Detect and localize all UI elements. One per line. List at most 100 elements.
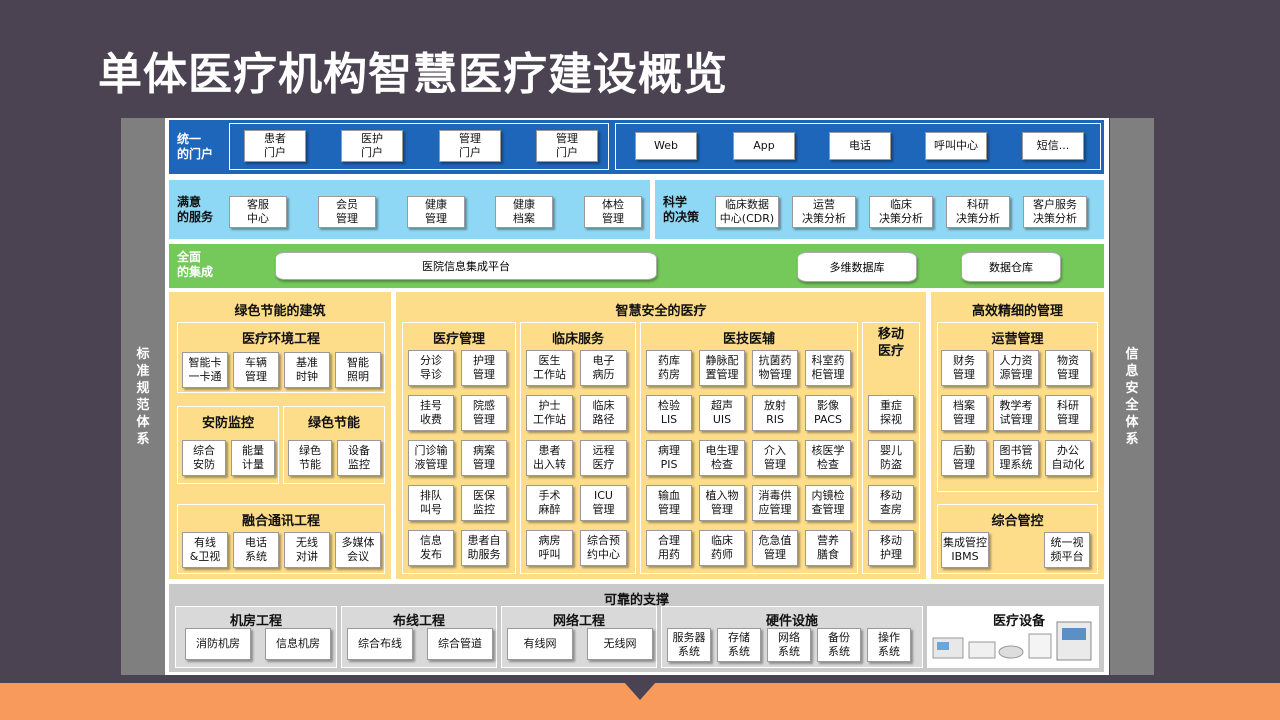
tech-item-4[interactable]: 检验 LIS: [646, 395, 692, 431]
med-mgmt-item-8[interactable]: 信息 发布: [408, 530, 454, 566]
clinical-item-7[interactable]: ICU 管理: [580, 485, 627, 521]
med-mgmt-item-1[interactable]: 护理 管理: [461, 350, 507, 386]
ops-item-3[interactable]: 档案 管理: [941, 395, 987, 431]
energy-device-monitor[interactable]: 设备 监控: [337, 440, 381, 476]
tech-item-18[interactable]: 危急值 管理: [752, 530, 798, 566]
comm-radio[interactable]: 无线 对讲: [284, 532, 330, 568]
ops-item-8[interactable]: 办公 自动化: [1045, 440, 1091, 476]
ops-item-0[interactable]: 财务 管理: [941, 350, 987, 386]
decision-cdr[interactable]: 临床数据 中心(CDR): [715, 196, 779, 228]
service-checkup[interactable]: 体检 管理: [584, 196, 642, 228]
ops-item-7[interactable]: 图书管 理系统: [993, 440, 1039, 476]
clinical-item-3[interactable]: 临床 路径: [580, 395, 627, 431]
tech-item-0[interactable]: 药库 药房: [646, 350, 692, 386]
service-health-mgmt[interactable]: 健康 管理: [407, 196, 465, 228]
service-customer-center[interactable]: 客服 中心: [229, 196, 287, 228]
hardware-item-4[interactable]: 操作 系统: [867, 628, 911, 662]
tech-item-15[interactable]: 内镜检 查管理: [805, 485, 851, 521]
env-clock[interactable]: 基准 时钟: [284, 352, 330, 388]
clinical-item-0[interactable]: 医生 工作站: [526, 350, 573, 386]
decision-customer[interactable]: 客户服务 决策分析: [1023, 196, 1087, 228]
hardware-item-0[interactable]: 服务器 系统: [667, 628, 711, 662]
ops-item-5[interactable]: 科研 管理: [1045, 395, 1091, 431]
channel-call-center[interactable]: 呼叫中心: [925, 132, 987, 160]
energy-green[interactable]: 绿色 节能: [288, 440, 332, 476]
network-wired[interactable]: 有线网: [507, 628, 573, 660]
room-fire[interactable]: 消防机房: [185, 628, 251, 660]
channel-sms[interactable]: 短信...: [1022, 132, 1084, 160]
network-wireless[interactable]: 无线网: [587, 628, 653, 660]
hardware-item-2[interactable]: 网络 系统: [767, 628, 811, 662]
portal-medical[interactable]: 医护 门户: [341, 130, 403, 162]
security-integrated[interactable]: 综合 安防: [182, 440, 226, 476]
decision-ops[interactable]: 运营 决策分析: [792, 196, 856, 228]
control-ibms[interactable]: 集成管控 IBMS: [941, 532, 989, 568]
ops-item-6[interactable]: 后勤 管理: [941, 440, 987, 476]
decision-clinical[interactable]: 临床 决策分析: [869, 196, 933, 228]
mobile-item-0[interactable]: 重症 探视: [868, 395, 914, 431]
tech-item-13[interactable]: 植入物 管理: [699, 485, 745, 521]
med-mgmt-item-3[interactable]: 院感 管理: [461, 395, 507, 431]
hardware-item-3[interactable]: 备份 系统: [817, 628, 861, 662]
tech-item-10[interactable]: 介入 管理: [752, 440, 798, 476]
hardware-item-1[interactable]: 存储 系统: [717, 628, 761, 662]
env-vehicle[interactable]: 车辆 管理: [233, 352, 279, 388]
tech-item-14[interactable]: 消毒供 应管理: [752, 485, 798, 521]
clinical-item-5[interactable]: 远程 医疗: [580, 440, 627, 476]
tech-item-17[interactable]: 临床 药师: [699, 530, 745, 566]
tech-item-11[interactable]: 核医学 检查: [805, 440, 851, 476]
ops-item-1[interactable]: 人力资 源管理: [993, 350, 1039, 386]
tech-item-16[interactable]: 合理 用药: [646, 530, 692, 566]
tech-item-7[interactable]: 影像 PACS: [805, 395, 851, 431]
env-smart-card[interactable]: 智能卡 一卡通: [182, 352, 228, 388]
mobile-item-2[interactable]: 移动 查房: [868, 485, 914, 521]
data-warehouse[interactable]: 数据仓库: [961, 252, 1061, 282]
med-mgmt-item-2[interactable]: 挂号 收费: [408, 395, 454, 431]
integration-platform[interactable]: 医院信息集成平台: [275, 252, 657, 280]
portal-management-1[interactable]: 管理 门户: [439, 130, 501, 162]
channel-phone[interactable]: 电话: [829, 132, 891, 160]
comm-cable-tv[interactable]: 有线 &卫视: [182, 532, 228, 568]
mobile-item-3[interactable]: 移动 护理: [868, 530, 914, 566]
tech-item-3[interactable]: 科室药 柜管理: [805, 350, 851, 386]
clinical-item-9[interactable]: 综合预 约中心: [580, 530, 627, 566]
med-mgmt-item-4[interactable]: 门诊输 液管理: [408, 440, 454, 476]
clinical-item-6[interactable]: 手术 麻醉: [526, 485, 573, 521]
clinical-item-4[interactable]: 患者 出入转: [526, 440, 573, 476]
service-health-record[interactable]: 健康 档案: [495, 196, 553, 228]
med-mgmt-item-5[interactable]: 病案 管理: [461, 440, 507, 476]
portal-patient[interactable]: 患者 门户: [244, 130, 306, 162]
tech-item-5[interactable]: 超声 UIS: [699, 395, 745, 431]
channel-web[interactable]: Web: [635, 132, 697, 160]
decision-research[interactable]: 科研 决策分析: [946, 196, 1010, 228]
clinical-item-2[interactable]: 护士 工作站: [526, 395, 573, 431]
comm-phone[interactable]: 电话 系统: [233, 532, 279, 568]
tech-item-8[interactable]: 病理 PIS: [646, 440, 692, 476]
control-video[interactable]: 统一视 频平台: [1044, 532, 1090, 568]
wiring-pipes[interactable]: 综合管道: [427, 628, 493, 660]
clinical-item-1[interactable]: 电子 病历: [580, 350, 627, 386]
clinical-item-8[interactable]: 病房 呼叫: [526, 530, 573, 566]
med-mgmt-item-6[interactable]: 排队 叫号: [408, 485, 454, 521]
portal-management-2[interactable]: 管理 门户: [536, 130, 598, 162]
med-mgmt-item-9[interactable]: 患者自 助服务: [461, 530, 507, 566]
multi-dim-database[interactable]: 多维数据库: [797, 252, 917, 282]
med-mgmt-item-7[interactable]: 医保 监控: [461, 485, 507, 521]
security-energy-meter[interactable]: 能量 计量: [231, 440, 275, 476]
ops-item-4[interactable]: 教学考 试管理: [993, 395, 1039, 431]
tech-item-1[interactable]: 静脉配 置管理: [699, 350, 745, 386]
tech-item-12[interactable]: 输血 管理: [646, 485, 692, 521]
channel-app[interactable]: App: [733, 132, 795, 160]
wiring-cabling[interactable]: 综合布线: [347, 628, 413, 660]
mobile-item-1[interactable]: 婴儿 防盗: [868, 440, 914, 476]
service-member[interactable]: 会员 管理: [318, 196, 376, 228]
tech-item-9[interactable]: 电生理 检查: [699, 440, 745, 476]
med-mgmt-item-0[interactable]: 分诊 导诊: [408, 350, 454, 386]
env-lighting[interactable]: 智能 照明: [335, 352, 381, 388]
room-info[interactable]: 信息机房: [265, 628, 331, 660]
tech-item-19[interactable]: 营养 膳食: [805, 530, 851, 566]
tech-item-2[interactable]: 抗菌药 物管理: [752, 350, 798, 386]
tech-item-6[interactable]: 放射 RIS: [752, 395, 798, 431]
comm-conference[interactable]: 多媒体 会议: [335, 532, 381, 568]
ops-item-2[interactable]: 物资 管理: [1045, 350, 1091, 386]
